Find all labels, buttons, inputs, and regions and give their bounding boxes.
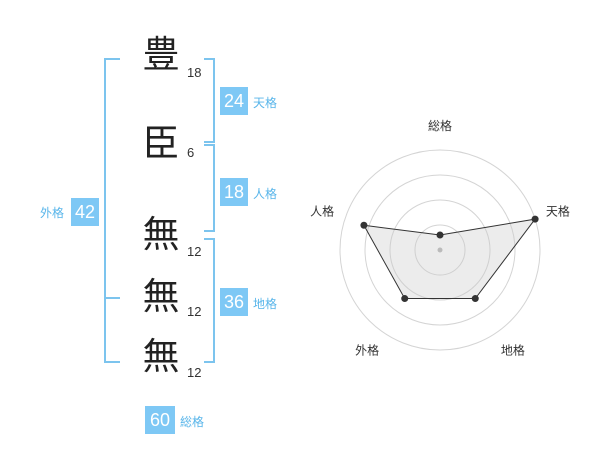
- radar-axis-label-3: 地格: [501, 342, 525, 357]
- radar-area: [362, 218, 537, 299]
- gaikaku-bracket-divider: [104, 297, 120, 299]
- name-char-5: 無: [142, 335, 180, 378]
- name-char-1: 豊: [142, 33, 180, 76]
- name-char-4: 無: [142, 275, 180, 318]
- soukaku-badge: 60: [145, 406, 175, 434]
- name-char-3: 無: [142, 213, 180, 256]
- radar-ring-3: [364, 174, 516, 326]
- stroke-count-5: 12: [187, 365, 202, 380]
- jinkaku-label: 人格: [253, 187, 278, 201]
- gaikaku-badge: 42: [71, 198, 99, 226]
- tenkaku-badge: 24: [220, 87, 248, 115]
- tenkaku-bracket: [204, 58, 215, 143]
- radar-center-dot: [437, 247, 443, 253]
- gaikaku-label: 外格: [40, 206, 65, 220]
- chikaku-badge: 36: [220, 288, 248, 316]
- radar-ring-4: [339, 149, 541, 351]
- gaikaku-bracket: [104, 58, 120, 363]
- radar-point-5: [360, 221, 368, 229]
- tenkaku-label: 天格: [253, 96, 278, 110]
- radar-ring-1: [414, 224, 466, 276]
- radar-point-2: [531, 215, 539, 223]
- radar-axis-label-2: 天格: [546, 204, 570, 219]
- radar-ring-2: [389, 199, 491, 301]
- chikaku-label: 地格: [253, 297, 278, 311]
- radar-grid: [339, 149, 541, 351]
- radar-axis-label-5: 人格: [310, 204, 334, 219]
- jinkaku-badge: 18: [220, 178, 248, 206]
- name-char-2: 臣: [142, 122, 180, 165]
- stroke-count-2: 6: [187, 145, 195, 160]
- soukaku-label: 総格: [180, 415, 205, 429]
- jinkaku-bracket: [204, 144, 215, 232]
- chikaku-bracket: [204, 238, 215, 363]
- radar-axis-label-4: 外格: [355, 342, 379, 357]
- radar-point-4: [401, 295, 409, 303]
- radar-point-3: [471, 295, 479, 303]
- radar-axis-label-1: 総格: [428, 118, 452, 133]
- stroke-count-4: 12: [187, 304, 202, 319]
- radar-point-1: [436, 231, 444, 239]
- stroke-count-1: 18: [187, 65, 202, 80]
- stroke-count-3: 12: [187, 244, 202, 259]
